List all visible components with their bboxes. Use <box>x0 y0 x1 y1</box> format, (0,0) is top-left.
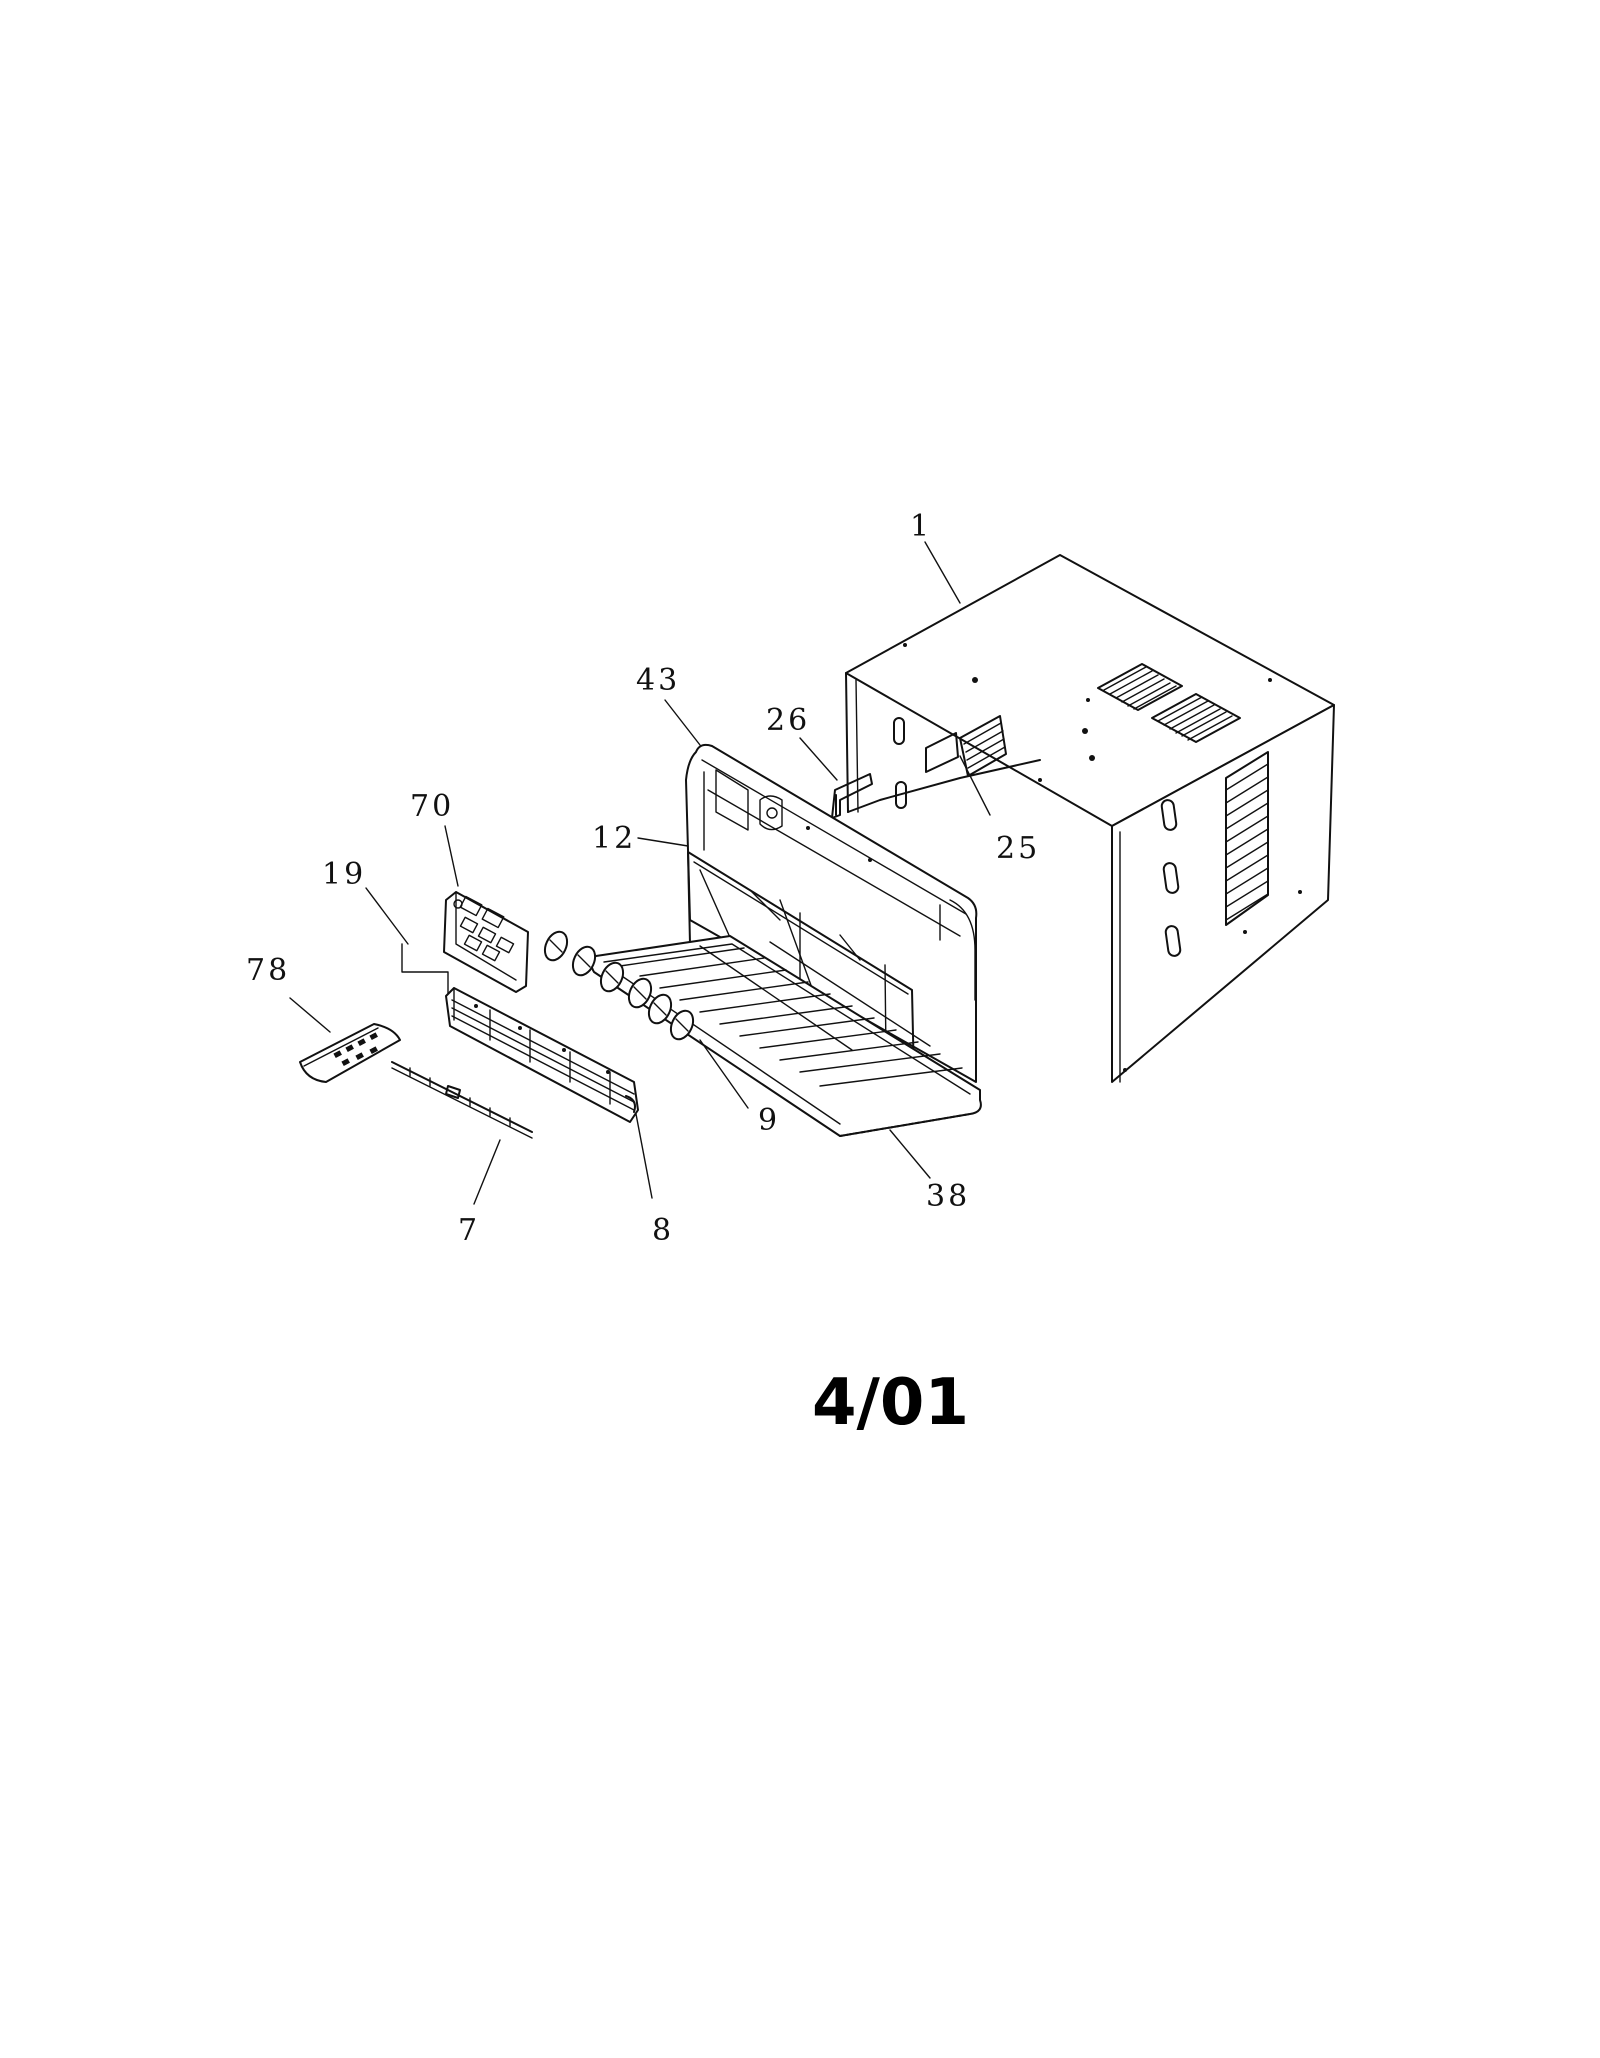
leader-9 <box>699 1039 749 1109</box>
callout-70: 70 <box>410 789 454 824</box>
callout-19: 19 <box>322 857 366 892</box>
callout-38: 38 <box>926 1179 970 1214</box>
callout-78: 78 <box>246 953 290 988</box>
leader-12 <box>637 837 689 847</box>
leader-lines <box>289 541 991 1205</box>
leader-26 <box>799 737 838 781</box>
date-stamp: 4/01 <box>812 1366 969 1440</box>
leader-1 <box>924 541 961 604</box>
callout-12: 12 <box>592 821 636 856</box>
bracket-part-25 <box>925 732 959 773</box>
remote-control-part-78 <box>299 1023 401 1083</box>
leader-78 <box>289 997 331 1033</box>
leader-19 <box>365 887 409 945</box>
leader-7 <box>473 1139 501 1205</box>
control-panel-part-70 <box>443 891 529 993</box>
callout-7: 7 <box>458 1213 480 1248</box>
callout-9: 9 <box>758 1103 780 1138</box>
callout-25: 25 <box>996 831 1040 866</box>
leader-8 <box>635 1113 653 1199</box>
callout-labels: 1 43 26 25 12 70 19 78 9 38 7 8 <box>246 509 1040 1248</box>
front-grille-part-38 <box>590 935 982 1137</box>
leader-70 <box>444 825 459 887</box>
label-plate-part-19 <box>401 943 449 997</box>
discharge-grille-part-8 <box>445 987 639 1123</box>
callout-26: 26 <box>766 703 810 738</box>
callout-1: 1 <box>910 509 932 544</box>
callout-43: 43 <box>636 663 680 698</box>
leader-25 <box>959 755 991 816</box>
side-vent-grille <box>1225 751 1269 926</box>
callout-8: 8 <box>652 1213 674 1248</box>
cabinet-part-1 <box>845 554 1335 1083</box>
louver-rod-part-7 <box>391 1061 533 1139</box>
louvers-part-9 <box>543 930 695 1041</box>
leader-43 <box>664 699 701 746</box>
top-vent-grille <box>1097 663 1241 743</box>
leader-38 <box>889 1129 931 1179</box>
front-panel-part-43 <box>685 743 978 1083</box>
